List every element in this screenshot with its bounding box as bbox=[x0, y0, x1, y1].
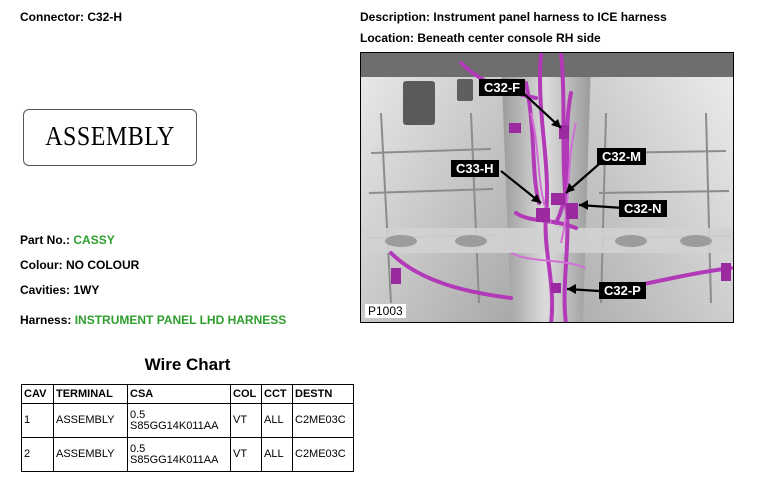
harness-value: INSTRUMENT PANEL LHD HARNESS bbox=[74, 313, 287, 327]
assembly-text: ASSEMBLY bbox=[45, 121, 175, 152]
part-no-label: Part No.: bbox=[20, 233, 71, 247]
header-cct: CCT bbox=[261, 384, 293, 404]
cell-terminal: ASSEMBLY bbox=[53, 403, 128, 438]
description-line: Description: Instrument panel harness to… bbox=[360, 10, 667, 24]
wire-chart-table: CAV TERMINAL CSA COL CCT DESTN 1 ASSEMBL… bbox=[21, 384, 354, 472]
cell-csa: 0.5 S85GG14K011AA bbox=[127, 403, 231, 438]
location-label: Location: bbox=[360, 31, 414, 45]
connector-face-image: ASSEMBLY bbox=[23, 109, 197, 166]
connector-value: C32-H bbox=[87, 10, 123, 24]
table-row: 2 ASSEMBLY 0.5 S85GG14K011AA VT ALL C2ME… bbox=[21, 437, 354, 472]
cell-cct: ALL bbox=[261, 437, 293, 472]
cavities-line: Cavities: 1WY bbox=[20, 283, 99, 297]
header-cav: CAV bbox=[21, 384, 54, 404]
cell-col: VT bbox=[230, 437, 262, 472]
callout-c32-m: C32-M bbox=[597, 148, 647, 165]
photo-reference-label: P1003 bbox=[365, 304, 406, 318]
description-value: Instrument panel harness to ICE harness bbox=[433, 10, 667, 24]
part-no-line: Part No.: CASSY bbox=[20, 233, 115, 247]
colour-value: NO COLOUR bbox=[66, 258, 140, 272]
header-csa: CSA bbox=[127, 384, 231, 404]
colour-label: Colour: bbox=[20, 258, 63, 272]
location-line: Location: Beneath center console RH side bbox=[360, 31, 601, 45]
harness-line: Harness: INSTRUMENT PANEL LHD HARNESS bbox=[20, 313, 286, 327]
cell-cct: ALL bbox=[261, 403, 293, 438]
harness-label: Harness: bbox=[20, 313, 72, 327]
cell-csa: 0.5 S85GG14K011AA bbox=[127, 437, 231, 472]
header-col: COL bbox=[230, 384, 262, 404]
cell-csa-part: S85GG14K011AA bbox=[130, 419, 219, 432]
location-photo: C32-F C32-M C33-H C32-N C32-P P1003 bbox=[360, 52, 734, 323]
cell-cav: 2 bbox=[21, 437, 54, 472]
cavities-value: 1WY bbox=[73, 283, 100, 297]
colour-line: Colour: NO COLOUR bbox=[20, 258, 139, 272]
cell-cav: 1 bbox=[21, 403, 54, 438]
wire-chart-title: Wire Chart bbox=[144, 355, 231, 374]
cell-csa-part: S85GG14K011AA bbox=[130, 453, 219, 466]
callout-c32-p: C32-P bbox=[599, 282, 646, 299]
callout-c32-f: C32-F bbox=[479, 79, 526, 96]
connector-line: Connector: C32-H bbox=[20, 10, 122, 24]
cell-col: VT bbox=[230, 403, 262, 438]
location-value: Beneath center console RH side bbox=[417, 31, 601, 45]
description-label: Description: bbox=[360, 10, 431, 24]
callout-c32-n: C32-N bbox=[619, 200, 667, 217]
header-destn: DESTN bbox=[292, 384, 354, 404]
table-row: 1 ASSEMBLY 0.5 S85GG14K011AA VT ALL C2ME… bbox=[21, 403, 354, 438]
wire-chart-header-row: CAV TERMINAL CSA COL CCT DESTN bbox=[21, 384, 354, 404]
callout-c33-h: C33-H bbox=[451, 160, 499, 177]
header-terminal: TERMINAL bbox=[53, 384, 128, 404]
cell-destn: C2ME03C bbox=[292, 437, 354, 472]
cell-terminal: ASSEMBLY bbox=[53, 437, 128, 472]
cell-csa-size: 0.5 bbox=[130, 408, 146, 421]
cell-destn: C2ME03C bbox=[292, 403, 354, 438]
connector-label: Connector: bbox=[20, 10, 84, 24]
cavities-label: Cavities: bbox=[20, 283, 71, 297]
cell-csa-size: 0.5 bbox=[130, 442, 146, 455]
vehicle-floor-illustration bbox=[361, 53, 733, 322]
part-no-value: CASSY bbox=[73, 233, 115, 247]
